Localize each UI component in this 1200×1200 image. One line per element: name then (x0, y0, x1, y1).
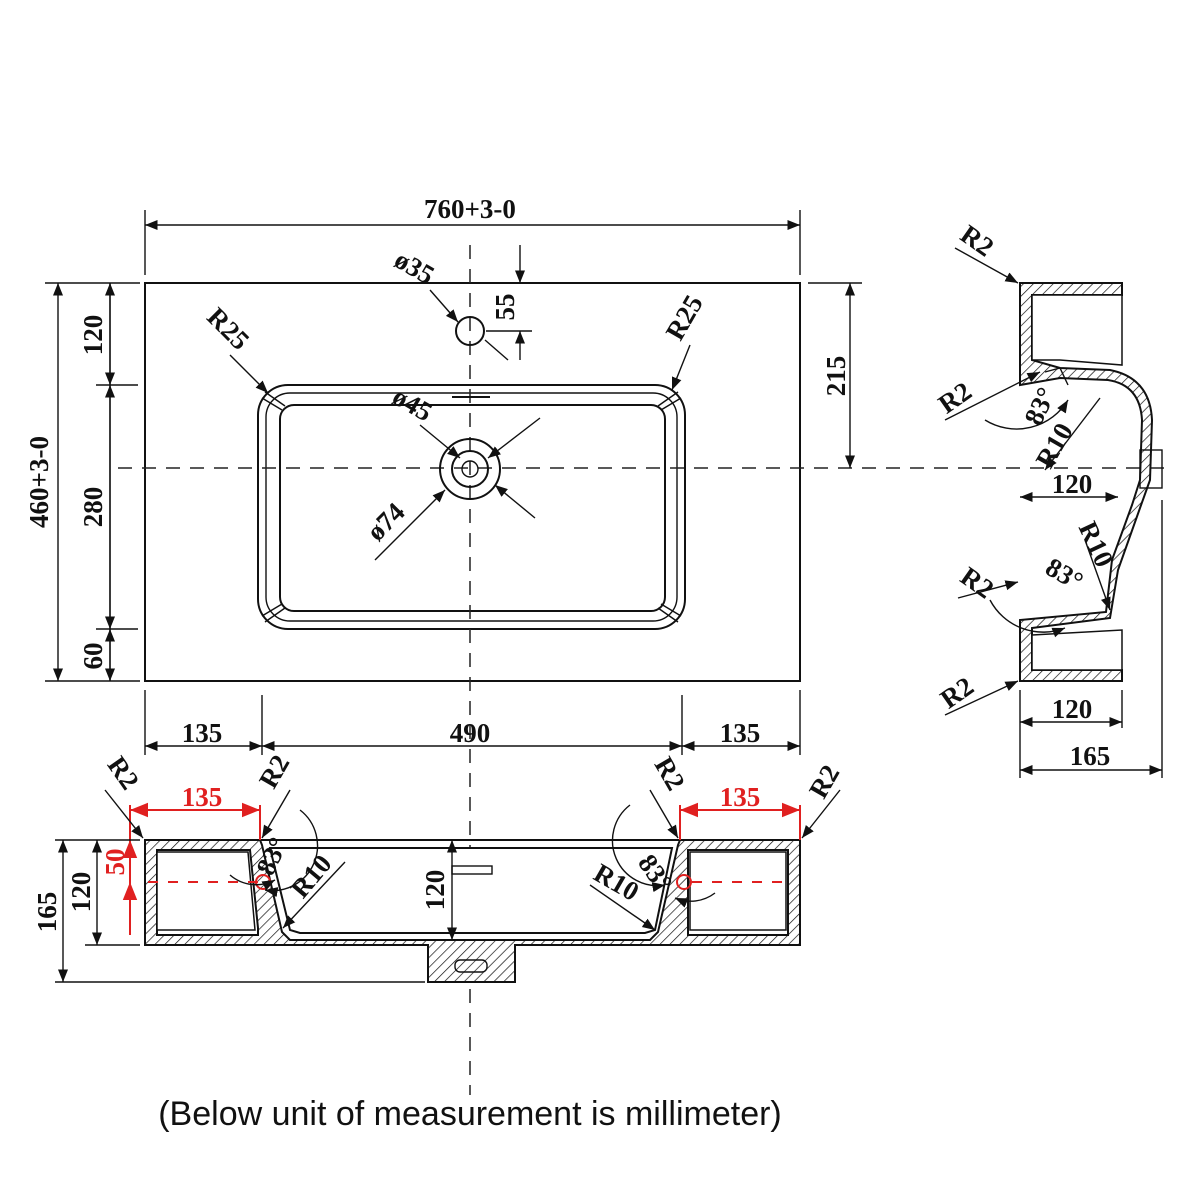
front-basin-cavity (268, 847, 674, 934)
front-r2-inner-left-label: R2 (253, 750, 295, 794)
basin-mid-rim (265, 392, 678, 622)
front-r2-outer-right-label: R2 (803, 760, 845, 804)
basin-corner-marks (261, 391, 682, 623)
dim-135-left-label: 135 (182, 718, 223, 748)
front-center-height-label: 120 (420, 870, 450, 911)
front-height-inner-label: 120 (66, 872, 96, 913)
side-overflow-port (1139, 449, 1163, 489)
drain-outer (439, 438, 501, 500)
overflow-height-label: 50 (100, 849, 130, 876)
front-cavity-right (689, 851, 787, 931)
side-inner-depth-label: 120 (1052, 469, 1093, 499)
units-note: (Below unit of measurement is millimeter… (158, 1095, 782, 1133)
side-r2-bottom-label: R2 (935, 671, 979, 715)
front-drain-outlet (454, 959, 488, 973)
drain-outer-label: ø74 (361, 497, 411, 547)
drain-core (461, 460, 479, 478)
side-section: R2 R2 R2 R2 83° 83° R10 R10 120 120 165 (933, 219, 1163, 778)
drain-inner-label: ø45 (387, 381, 437, 427)
dim-280-label: 280 (78, 487, 108, 528)
front-cavity-left (156, 851, 256, 931)
side-r2-lower-label: R2 (955, 561, 999, 605)
width-label: 760+3-0 (424, 194, 516, 224)
basin-inner-rim (279, 404, 666, 612)
overflow-offset-left-label: 135 (182, 782, 223, 812)
tap-offset-label: 55 (490, 294, 520, 321)
dim-120-label: 120 (78, 315, 108, 356)
dim-215-label: 215 (821, 356, 851, 397)
side-bottom-lip (1031, 629, 1123, 671)
front-r2-outer-left-label: R2 (102, 751, 146, 795)
tap-hole (455, 316, 485, 346)
side-r2-top-label: R2 (955, 219, 999, 263)
front-r2-inner-right-label: R2 (649, 752, 691, 796)
overflow-hole-right (676, 874, 692, 890)
overflow-offset-right-label: 135 (720, 782, 761, 812)
side-top-lip (1031, 294, 1123, 366)
side-r2-upper-label: R2 (933, 376, 977, 420)
depth-label: 460+3-0 (24, 436, 54, 528)
top-view: 760+3-0 460+3-0 120 280 60 215 ø35 55 R2… (24, 194, 1170, 1095)
side-bottom-depth-label: 120 (1052, 694, 1093, 724)
basin-outer-rim (257, 384, 686, 630)
countertop-outline (144, 282, 801, 682)
front-height-total-label: 165 (32, 892, 62, 933)
dim-60-label: 60 (78, 643, 108, 670)
corner-radius-left-label: R25 (201, 302, 255, 356)
dim-135-right-label: 135 (720, 718, 761, 748)
side-angle-lower-label: 83° (1041, 552, 1089, 597)
dim-490-label: 490 (450, 718, 491, 748)
front-section: 135 135 50 165 120 120 R2 R2 R2 R2 83° (32, 750, 845, 983)
drain-inner (451, 450, 489, 488)
corner-radius-right-label: R25 (660, 290, 709, 345)
side-total-depth-label: 165 (1070, 741, 1111, 771)
